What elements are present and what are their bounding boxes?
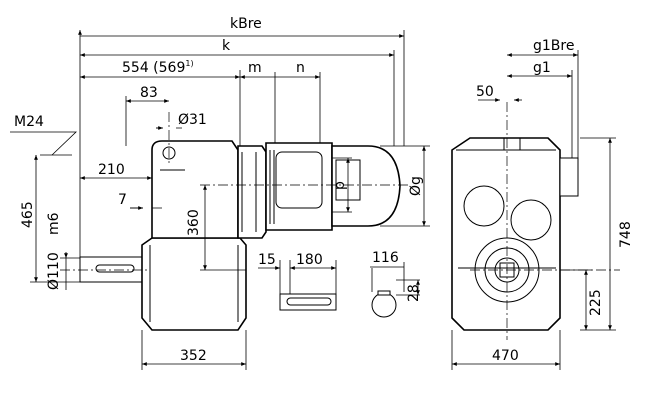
- dim-748: 748: [618, 221, 634, 248]
- dim-465: 465: [20, 201, 36, 228]
- dim-15: 15: [258, 252, 276, 268]
- dim-116: 116: [372, 250, 399, 266]
- shaft-keyway: [95, 264, 135, 273]
- dim-p: p: [332, 181, 348, 190]
- motor-adapter: [237, 145, 267, 239]
- dim-m6: m6: [46, 212, 62, 235]
- bottom-dimension-352: [141, 330, 247, 370]
- left-dimensions: [10, 131, 246, 290]
- side-view: [79, 140, 401, 331]
- key-detail: [258, 260, 337, 311]
- top-dimensions: [80, 30, 404, 258]
- dim-28: 28: [406, 284, 422, 302]
- terminal-box: [275, 151, 323, 209]
- dim-554: 554 (5691): [122, 59, 194, 76]
- output-shaft: [79, 256, 143, 283]
- motor-port-left-icon: [463, 185, 505, 227]
- dim-360: 360: [186, 209, 202, 236]
- front-view-centerlines: [470, 102, 620, 340]
- dim-g1bre: g1Bre: [533, 38, 574, 54]
- dim-o110: Ø110: [46, 252, 62, 290]
- dim-kbre: kBre: [230, 16, 262, 32]
- dim-k: k: [222, 38, 231, 54]
- dim-og: Øg: [408, 176, 424, 196]
- front-view: [451, 137, 579, 331]
- dim-m: m: [248, 60, 262, 76]
- motor-port-right-icon: [510, 199, 552, 241]
- dim-470: 470: [492, 348, 519, 364]
- dim-n: n: [296, 60, 305, 76]
- dim-g1: g1: [533, 60, 551, 76]
- dim-50: 50: [476, 84, 494, 100]
- front-view-dimensions: [451, 50, 616, 370]
- side-view-centerlines: [60, 112, 410, 271]
- front-housing: [451, 137, 561, 331]
- lifting-eye-icon: [162, 146, 176, 160]
- shaft-section: [370, 262, 420, 318]
- dim-m24: M24: [14, 114, 44, 130]
- side-cover: [559, 157, 579, 197]
- dim-352: 352: [180, 348, 207, 364]
- dim-210: 210: [98, 162, 125, 178]
- gearbox-lower-housing: [141, 237, 247, 331]
- dim-o31: Ø31: [178, 112, 207, 128]
- dim-7: 7: [118, 192, 127, 208]
- dim-180: 180: [296, 252, 323, 268]
- dim-225: 225: [588, 289, 604, 316]
- motor-dimensions: [332, 145, 430, 227]
- dim-83: 83: [140, 85, 158, 101]
